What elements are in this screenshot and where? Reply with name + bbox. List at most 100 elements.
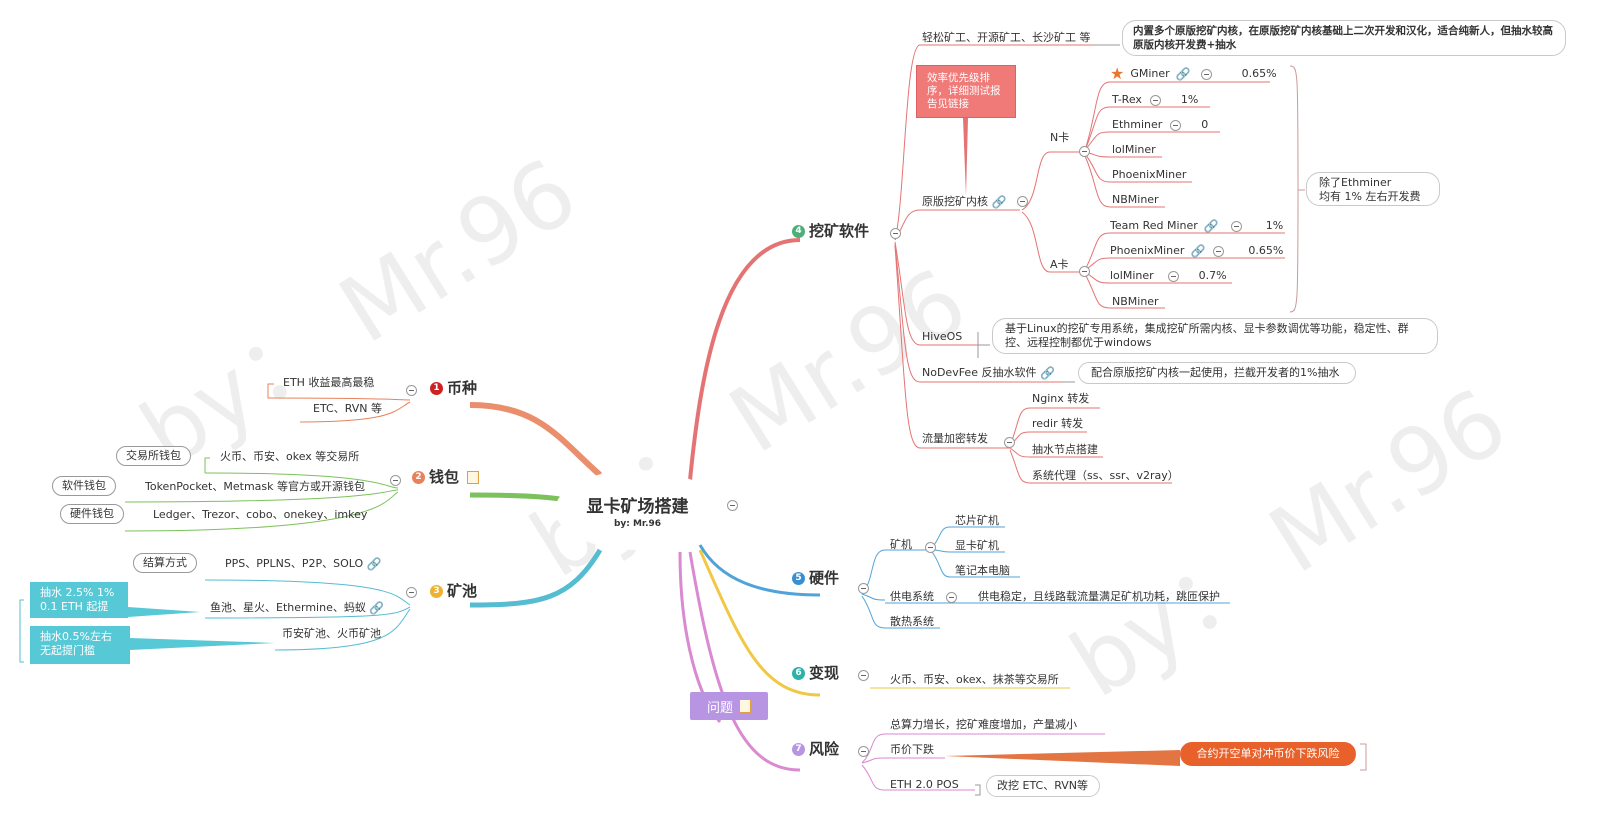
pool-callout: 抽水 2.5% 1% 0.1 ETH 起提 <box>30 582 128 618</box>
nodevfee-item[interactable]: NoDevFee 反抽水软件 🔗 <box>922 366 1055 380</box>
miner-lolminer[interactable]: lolMiner <box>1112 143 1156 156</box>
number-badge: 6 <box>792 666 805 680</box>
number-badge: 3 <box>430 584 443 598</box>
branch-hardware[interactable]: 5 硬件 <box>792 569 839 587</box>
link-icon[interactable]: 🔗 <box>1190 244 1206 258</box>
collapse-icon[interactable] <box>1200 68 1212 80</box>
number-badge: 1 <box>430 381 443 395</box>
miner-gminer[interactable]: ★ GMiner 🔗 0.65% <box>1110 64 1277 83</box>
risk-item[interactable]: ETH 2.0 POS <box>890 778 959 791</box>
miner-phoenixminer-a[interactable]: PhoenixMiner 🔗 0.65% <box>1110 244 1284 258</box>
exchange-wallet-tag[interactable]: 交易所钱包 <box>116 446 191 466</box>
central-title: 显卡矿场搭建 <box>586 496 689 517</box>
issue-topic[interactable]: 问题 <box>690 692 768 720</box>
collapse-icon[interactable] <box>406 587 417 598</box>
link-icon[interactable]: 🔗 <box>1039 366 1055 380</box>
pos-note: 改挖 ETC、RVN等 <box>986 775 1100 797</box>
link-icon[interactable]: 🔗 <box>991 195 1007 209</box>
collapse-icon[interactable] <box>858 583 869 594</box>
pool-callout: 抽水0.5%左右 无起提门槛 <box>30 626 130 664</box>
hedge-callout: 合约开空单对冲币价下跌风险 <box>1180 742 1356 766</box>
branch-label: 硬件 <box>809 569 840 587</box>
miner-phoenixminer[interactable]: PhoenixMiner <box>1112 168 1187 181</box>
collapse-icon[interactable] <box>890 228 901 239</box>
easy-miner-item[interactable]: 轻松矿工、开源矿工、长沙矿工 等 <box>922 31 1091 44</box>
miner-trex[interactable]: T-Rex 1% <box>1112 93 1199 106</box>
branch-cashout[interactable]: 6 变现 <box>792 664 839 682</box>
dev-fee-note: 除了Ethminer 均有 1% 左右开发费 <box>1306 172 1440 206</box>
link-icon[interactable]: 🔗 <box>1175 67 1191 81</box>
forward-subitem[interactable]: 抽水节点搭建 <box>1032 443 1098 456</box>
rig-subitem[interactable]: 芯片矿机 <box>955 514 999 527</box>
rig-subitem[interactable]: 笔记本电脑 <box>955 564 1010 577</box>
rig-item[interactable]: 矿机 <box>890 538 912 551</box>
coin-item[interactable]: ETH 收益最高最稳 <box>283 376 375 389</box>
cooling-item[interactable]: 散热系统 <box>890 615 934 628</box>
kernel-callout: 效率优先级排序，详细测试报告见链接 <box>916 65 1016 118</box>
collapse-icon[interactable] <box>1230 220 1242 232</box>
star-icon: ★ <box>1110 64 1125 83</box>
link-icon[interactable]: 🔗 <box>1203 219 1219 233</box>
branch-label: 币种 <box>447 379 478 397</box>
risk-item[interactable]: 币价下跌 <box>890 743 934 756</box>
wallet-item[interactable]: TokenPocket、Metmask 等官方或开源钱包 <box>145 480 365 493</box>
wallet-item[interactable]: 火币、币安、okex 等交易所 <box>220 450 360 463</box>
forward-subitem[interactable]: 系统代理（ss、ssr、v2ray） <box>1032 469 1179 482</box>
collapse-icon[interactable] <box>727 500 738 511</box>
collapse-icon[interactable] <box>925 542 936 553</box>
miner-nbminer[interactable]: NBMiner <box>1112 193 1159 206</box>
collapse-icon[interactable] <box>1167 270 1179 282</box>
pool-item[interactable]: 币安矿池、火币矿池 <box>282 627 381 640</box>
cashout-item[interactable]: 火币、币安、okex、抹茶等交易所 <box>890 673 1059 686</box>
power-item[interactable]: 供电系统 <box>890 590 934 603</box>
forward-subitem[interactable]: Nginx 转发 <box>1032 392 1090 405</box>
miner-ethminer[interactable]: Ethminer 0 <box>1112 118 1209 131</box>
hiveos-item[interactable]: HiveOS <box>922 330 963 343</box>
pool-item[interactable]: PPS、PPLNS、P2P、SOLO 🔗 <box>225 557 382 571</box>
branch-pool[interactable]: 3 矿池 <box>430 582 477 600</box>
coin-item[interactable]: ETC、RVN 等 <box>313 402 382 415</box>
forward-item[interactable]: 流量加密转发 <box>922 432 988 445</box>
forward-subitem[interactable]: redir 转发 <box>1032 417 1084 430</box>
collapse-icon[interactable] <box>1079 266 1090 277</box>
branch-risk[interactable]: 7 风险 <box>792 740 839 758</box>
rig-subitem[interactable]: 显卡矿机 <box>955 539 999 552</box>
software-wallet-tag[interactable]: 软件钱包 <box>52 476 116 496</box>
collapse-icon[interactable] <box>1149 94 1161 106</box>
miner-nbminer-a[interactable]: NBMiner <box>1112 295 1159 308</box>
collapse-icon[interactable] <box>406 385 417 396</box>
collapse-icon[interactable] <box>1213 245 1225 257</box>
pool-item[interactable]: 鱼池、星火、Ethermine、蚂蚁 🔗 <box>210 601 385 615</box>
ncard-item[interactable]: N卡 <box>1050 131 1070 144</box>
branch-mining-software[interactable]: 4 挖矿软件 <box>792 222 869 240</box>
note-icon[interactable] <box>739 699 751 713</box>
link-icon[interactable]: 🔗 <box>369 601 385 615</box>
hardware-wallet-tag[interactable]: 硬件钱包 <box>60 504 124 524</box>
nodevfee-note: 配合原版挖矿内核一起使用，拦截开发者的1%抽水 <box>1078 362 1356 384</box>
risk-item[interactable]: 总算力增长，挖矿难度增加，产量减小 <box>890 718 1077 731</box>
collapse-icon[interactable] <box>858 746 869 757</box>
central-topic[interactable]: 显卡矿场搭建 by: Mr.96 <box>555 470 720 550</box>
wallet-item[interactable]: Ledger、Trezor、cobo、onekey、imkey <box>153 508 368 521</box>
branch-wallet[interactable]: 2 钱包 <box>412 468 480 486</box>
branch-label: 矿池 <box>447 582 478 600</box>
miner-lolminer-a[interactable]: lolMiner 0.7% <box>1110 269 1227 282</box>
number-badge: 4 <box>792 224 805 238</box>
note-icon[interactable] <box>467 470 480 484</box>
collapse-icon[interactable] <box>1004 437 1015 448</box>
collapse-icon[interactable] <box>1170 119 1182 131</box>
collapse-icon[interactable] <box>1079 146 1090 157</box>
branch-coin[interactable]: 1 币种 <box>430 379 477 397</box>
collapse-icon[interactable] <box>390 475 401 486</box>
collapse-icon[interactable] <box>858 670 869 681</box>
acard-item[interactable]: A卡 <box>1050 258 1069 271</box>
collapse-icon[interactable] <box>1017 196 1028 207</box>
link-icon[interactable]: 🔗 <box>366 557 382 571</box>
collapse-icon[interactable] <box>946 592 957 603</box>
number-badge: 2 <box>412 470 425 484</box>
miner-teamred[interactable]: Team Red Miner 🔗 1% <box>1110 219 1284 233</box>
settlement-tag[interactable]: 结算方式 <box>133 553 197 573</box>
kernel-item[interactable]: 原版挖矿内核 🔗 <box>922 195 1007 209</box>
